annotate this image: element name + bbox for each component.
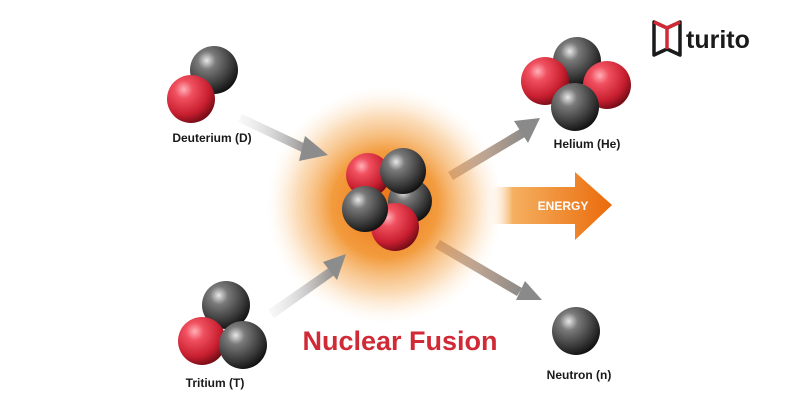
neutron-label: Neutron (n) [547, 368, 612, 382]
helium-nucleus [521, 37, 631, 131]
arrow-helium-out [448, 118, 540, 180]
arrow-neutron-out [435, 240, 542, 300]
neutron-ball [551, 83, 599, 131]
tritium-nucleus [178, 281, 267, 369]
energy-arrow: ENERGY [488, 172, 612, 240]
neutron-ball [219, 321, 267, 369]
open-book-icon [652, 20, 682, 57]
energy-label: ENERGY [538, 199, 589, 213]
proton-ball [178, 317, 226, 365]
neutron-ball [552, 307, 600, 355]
arrow-tritium-in [268, 254, 346, 318]
arrow-deuterium-in [238, 114, 328, 161]
deuterium-label: Deuterium (D) [172, 131, 251, 145]
tritium-label: Tritium (T) [186, 376, 245, 390]
brand-logo: turito [652, 20, 750, 57]
neutron-ball [202, 281, 250, 329]
proton-ball [167, 75, 215, 123]
diagram-title: Nuclear Fusion [302, 326, 497, 356]
helium-label: Helium (He) [554, 137, 621, 151]
fused-nucleus [342, 148, 432, 251]
neutron-ball [342, 186, 388, 232]
deuterium-nucleus [167, 46, 238, 123]
neutron-particle [552, 307, 600, 355]
neutron-ball [380, 148, 426, 194]
brand-name: turito [686, 26, 750, 54]
proton-ball [346, 153, 390, 197]
